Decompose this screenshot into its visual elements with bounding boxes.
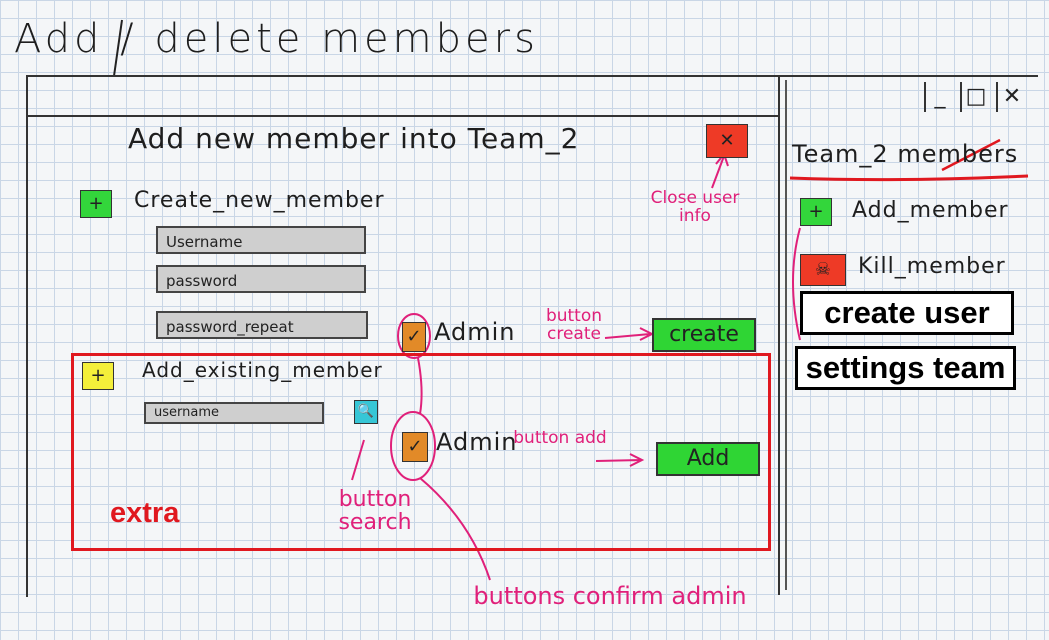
- close-window-button[interactable]: ✕: [996, 82, 1026, 112]
- kill-member-label[interactable]: Kill_member: [858, 254, 1006, 279]
- app-window: [26, 75, 1038, 597]
- settings-team-button[interactable]: settings team: [795, 346, 1016, 390]
- add-member-label[interactable]: Add_member: [852, 198, 1009, 223]
- add-existing-label: Add_existing_member: [142, 358, 383, 382]
- extra-label: extra: [110, 497, 180, 529]
- create-member-checkbox[interactable]: +: [80, 190, 112, 218]
- sidebar-title: Team_2 members: [792, 140, 1019, 168]
- extra-highlight-box: [71, 353, 771, 551]
- window-header-divider: [26, 115, 778, 117]
- add-annotation: button add: [513, 428, 607, 448]
- create-member-label: Create_new_member: [134, 188, 385, 213]
- add-member-icon[interactable]: +: [800, 198, 832, 226]
- search-button[interactable]: 🔍: [354, 400, 378, 424]
- skull-icon[interactable]: ☠: [800, 254, 846, 286]
- close-annotation: Close user info: [650, 188, 740, 226]
- confirm-admin-annotation: buttons confirm admin: [473, 582, 747, 610]
- minimize-button[interactable]: _: [924, 82, 954, 112]
- username-field[interactable]: Username: [156, 226, 366, 254]
- search-annotation: button search: [338, 487, 412, 536]
- create-button[interactable]: create: [652, 318, 756, 352]
- add-existing-checkbox[interactable]: +: [82, 362, 114, 390]
- create-admin-label: Admin: [434, 318, 516, 346]
- main-heading: Add new member into Team_2: [128, 122, 580, 155]
- page-title: Add / delete members: [14, 16, 539, 62]
- create-user-button[interactable]: create user: [800, 291, 1014, 335]
- password-repeat-field[interactable]: password_repeat: [156, 311, 368, 339]
- existing-username-field[interactable]: username: [144, 402, 324, 424]
- add-button[interactable]: Add: [656, 442, 760, 476]
- maximize-button[interactable]: □: [960, 82, 990, 112]
- existing-admin-label: Admin: [436, 428, 518, 456]
- existing-admin-checkbox[interactable]: ✓: [402, 432, 428, 462]
- sidebar-divider: [778, 75, 780, 595]
- password-field[interactable]: password: [156, 265, 366, 293]
- close-user-info-button[interactable]: ✕: [706, 124, 748, 158]
- create-annotation: button create: [545, 306, 603, 344]
- sidebar-divider-inner: [785, 80, 787, 590]
- create-admin-checkbox[interactable]: ✓: [402, 322, 426, 352]
